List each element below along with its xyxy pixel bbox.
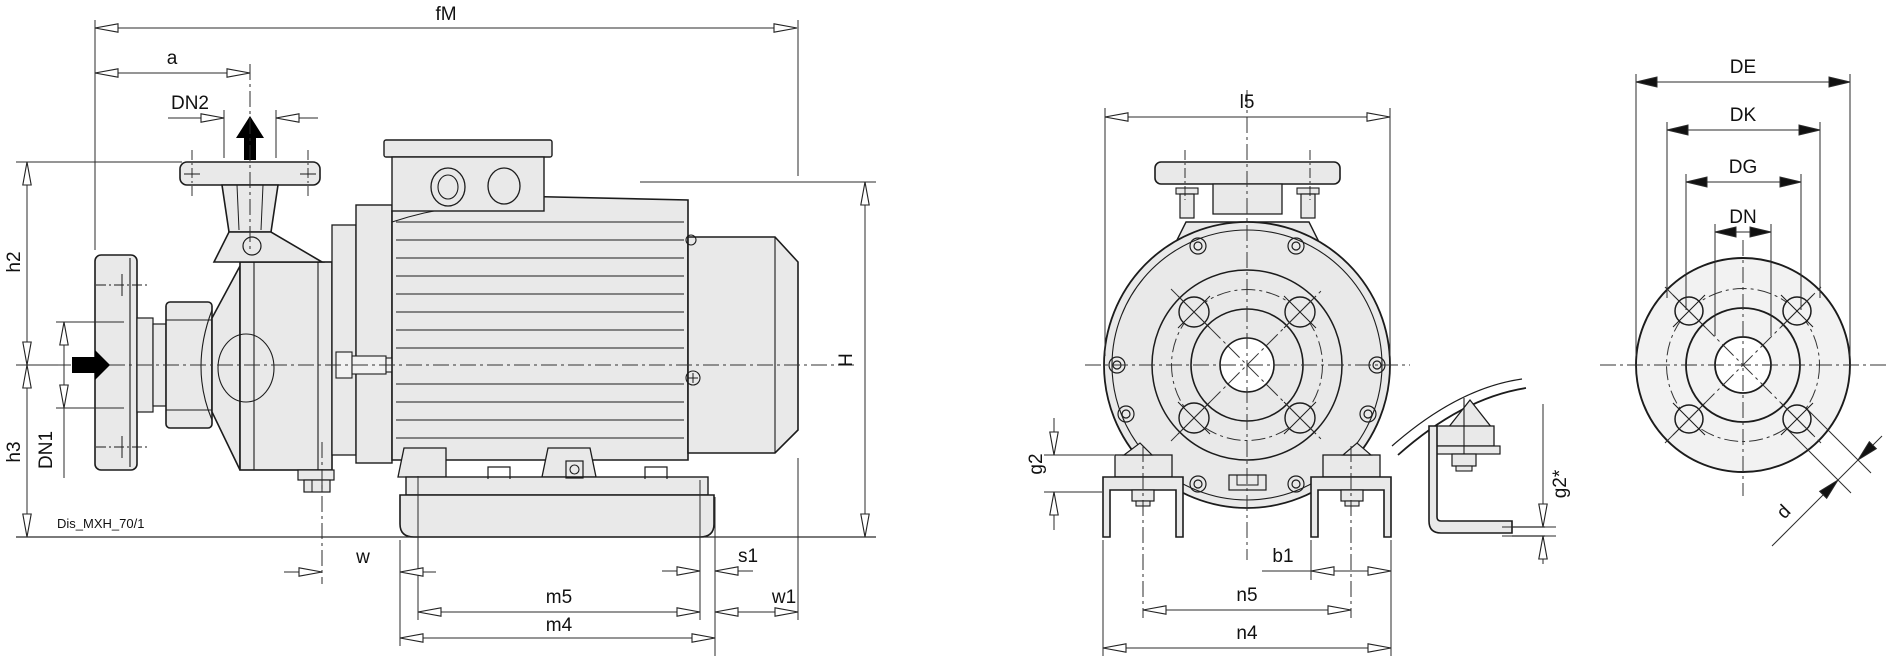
dim-label-dn1: DN1 — [36, 431, 57, 469]
dim-label-b1: b1 — [1272, 546, 1293, 567]
dim-label-s1: s1 — [738, 546, 758, 567]
discharge-flange — [179, 150, 325, 263]
terminal-box — [383, 139, 553, 212]
dim-label-dg: DG — [1729, 157, 1758, 178]
motor — [383, 139, 799, 538]
motor-fins — [396, 221, 684, 439]
motor-endbell — [685, 234, 799, 454]
dim-label-dn2: DN2 — [171, 93, 209, 114]
pump-casing — [211, 242, 335, 493]
baseplate — [397, 447, 715, 538]
flange-centerlines — [1600, 240, 1888, 496]
dim-label-m5: m5 — [546, 587, 572, 608]
dim-label-h3: h3 — [4, 441, 25, 462]
dim-label-de: DE — [1730, 57, 1756, 78]
side-view — [55, 139, 858, 538]
suction-flow-arrow-icon — [72, 350, 110, 380]
dim-label-fm: fM — [435, 4, 456, 25]
flange-view — [1600, 240, 1888, 496]
front-rim-bolts — [1108, 237, 1386, 493]
dim-label-dk: DK — [1730, 105, 1757, 126]
dim-label-l5: l5 — [1240, 92, 1255, 113]
dim-label-h2: h2 — [4, 251, 25, 272]
lantern-bracket — [331, 204, 397, 464]
front-view — [1085, 90, 1410, 560]
clamp-bracket — [1428, 425, 1513, 534]
dimension-layer — [16, 20, 1883, 656]
dim-label-g2: g2 — [1026, 453, 1047, 474]
dim-label-a: a — [167, 48, 178, 69]
dimension-labels: fM a DN2 h2 DN1 h3 H w m5 m4 s1 w1 l5 g2… — [4, 4, 1795, 644]
dim-label-n5: n5 — [1236, 585, 1257, 606]
foot-clamp-detail — [1391, 378, 1545, 537]
dim-label-n4: n4 — [1236, 623, 1258, 644]
drawing-code-label: Dis_MXH_70/1 — [57, 516, 144, 531]
dim-label-w: w — [355, 547, 370, 568]
dim-label-g2-star: g2* — [1550, 469, 1571, 498]
front-centerlines — [1085, 90, 1410, 560]
dim-label-m4: m4 — [546, 615, 573, 636]
dim-label-d: d — [1773, 501, 1795, 523]
dim-label-dn: DN — [1729, 207, 1756, 228]
dim-label-w1: w1 — [771, 587, 796, 608]
suction-union-nut — [136, 301, 213, 429]
dim-label-h: H — [836, 353, 857, 367]
